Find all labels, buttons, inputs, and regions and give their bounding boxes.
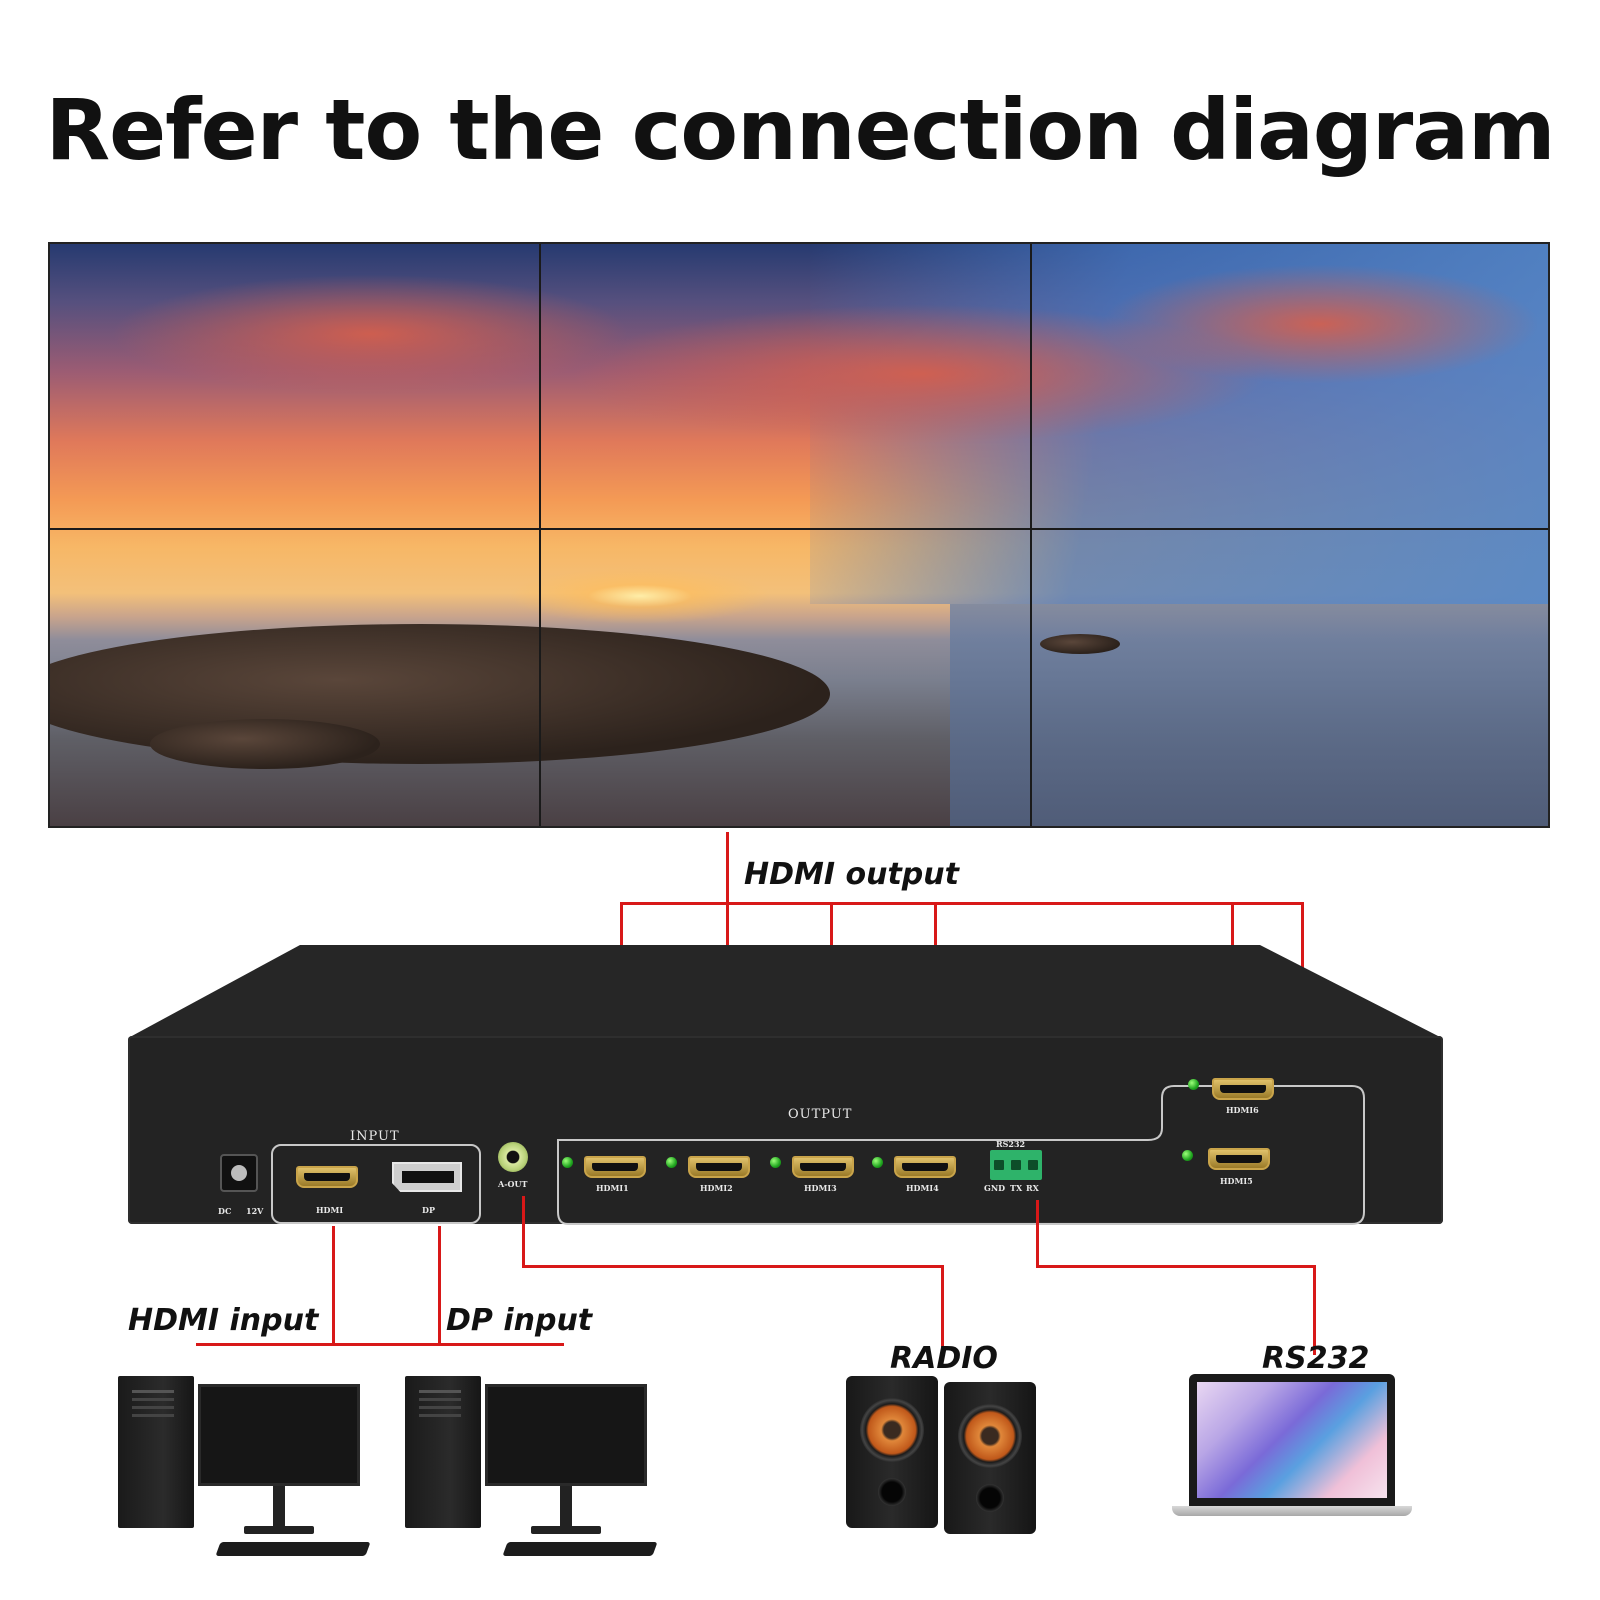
led-indicator	[770, 1157, 781, 1168]
hdmi-output-port-6	[1212, 1078, 1274, 1100]
wall-divider	[539, 244, 541, 826]
pc-monitor	[198, 1384, 360, 1486]
wire	[522, 1265, 944, 1268]
dc-jack	[220, 1154, 258, 1192]
device-top	[130, 945, 1440, 1037]
output-panel	[557, 1085, 1365, 1225]
wire	[1036, 1265, 1316, 1268]
monitor-stand	[560, 1486, 572, 1528]
cloud	[1100, 264, 1540, 384]
led-indicator	[1182, 1150, 1193, 1161]
wire	[620, 902, 1304, 905]
wall-divider	[50, 528, 1548, 530]
port-label-hdmi4: HDMI4	[906, 1183, 939, 1193]
rock	[150, 719, 380, 769]
bass-port	[878, 1478, 906, 1506]
wire	[332, 1226, 335, 1346]
monitor-base	[244, 1526, 314, 1534]
label-dp-input: DP input	[446, 1303, 593, 1338]
output-section-label: OUTPUT	[788, 1107, 853, 1122]
led-indicator	[1188, 1079, 1199, 1090]
woofer	[958, 1404, 1022, 1468]
input-section-label: INPUT	[350, 1129, 400, 1144]
laptop-display	[1197, 1382, 1387, 1498]
video-wall-controller: DC 12V INPUT HDMI DP A-OUT OUTPUT HDMI1 …	[128, 1036, 1443, 1225]
pc-tower	[405, 1376, 481, 1528]
monitor-base	[531, 1526, 601, 1534]
laptop-screen	[1189, 1374, 1395, 1506]
input-panel	[271, 1144, 481, 1224]
wall-divider	[1030, 244, 1032, 826]
rock	[1040, 634, 1120, 654]
wire	[1313, 1265, 1316, 1355]
label-radio: RADIO	[890, 1341, 998, 1376]
port-label-hdmi1: HDMI1	[596, 1183, 629, 1193]
hdmi-output-port-2	[688, 1156, 750, 1178]
wire	[522, 1196, 525, 1268]
led-indicator	[562, 1157, 573, 1168]
wire	[196, 1343, 564, 1346]
keyboard	[502, 1542, 658, 1556]
woofer	[860, 1398, 924, 1462]
wire	[1036, 1200, 1039, 1268]
hdmi-output-port-5	[1208, 1148, 1270, 1170]
page-title: Refer to the connection diagram	[45, 81, 1555, 179]
label-hdmi-input: HDMI input	[128, 1303, 319, 1338]
led-indicator	[666, 1157, 677, 1168]
led-indicator	[872, 1157, 883, 1168]
wire	[438, 1226, 441, 1346]
speaker-left	[846, 1376, 938, 1528]
dc-voltage-label: 12V	[246, 1206, 264, 1216]
speaker-right	[944, 1382, 1036, 1534]
audio-out-jack	[498, 1142, 528, 1172]
keyboard	[215, 1542, 371, 1556]
bass-port	[976, 1484, 1004, 1512]
pc-tower	[118, 1376, 194, 1528]
hdmi-output-port-3	[792, 1156, 854, 1178]
rs232-pin-gnd: GND	[984, 1183, 1006, 1193]
monitor-stand	[273, 1486, 285, 1528]
hdmi-output-port-4	[894, 1156, 956, 1178]
port-label-hdmi6: HDMI6	[1226, 1105, 1259, 1115]
cloud	[110, 274, 630, 394]
wire	[941, 1265, 944, 1357]
port-label-hdmi5: HDMI5	[1220, 1176, 1253, 1186]
rs232-terminal-block	[990, 1150, 1042, 1180]
laptop-base	[1172, 1506, 1412, 1516]
rs232-pin-rx: RX	[1026, 1183, 1039, 1193]
pc-monitor	[485, 1384, 647, 1486]
sea-area	[950, 604, 1548, 826]
hdmi-input-port-label: HDMI	[316, 1205, 344, 1215]
port-label-hdmi2: HDMI2	[700, 1183, 733, 1193]
video-wall	[48, 242, 1550, 828]
dc-label: DC	[218, 1206, 232, 1216]
dp-port-label: DP	[422, 1205, 435, 1215]
label-hdmi-output: HDMI output	[744, 857, 959, 892]
rs232-pin-tx: TX	[1010, 1183, 1023, 1193]
aout-label: A-OUT	[498, 1179, 528, 1189]
hdmi-input-port	[296, 1166, 358, 1188]
label-rs232: RS232	[1262, 1341, 1370, 1376]
port-label-hdmi3: HDMI3	[804, 1183, 837, 1193]
hdmi-output-port-1	[584, 1156, 646, 1178]
dp-input-port	[392, 1162, 462, 1192]
rs232-block-label: RS232	[996, 1139, 1026, 1149]
